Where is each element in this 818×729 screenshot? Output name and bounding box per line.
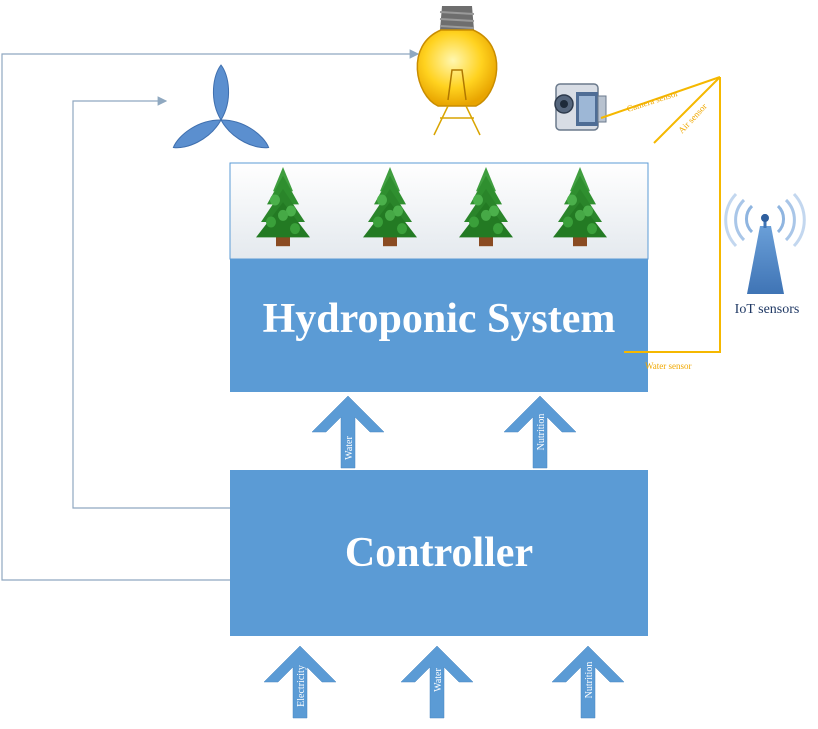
fan-icon (172, 64, 270, 149)
controller-to-fan-line (72, 96, 230, 509)
water-arrow-label-controller: Water (433, 668, 444, 692)
nutrition-arrow-label-controller: Nutrition (584, 662, 595, 699)
camera-icon (554, 83, 607, 131)
iot-sensors-label: IoT sensors (735, 302, 800, 317)
electricity-arrow-label: Electricity (296, 665, 307, 707)
water-sensor-label: Water sensor (645, 361, 692, 371)
controller-block (230, 470, 648, 636)
hydroponic-title: Hydroponic System (263, 296, 616, 342)
camera-sensor-label: Camera sensor (626, 88, 680, 114)
light-bulb-icon (416, 6, 498, 136)
sensor-lines (600, 76, 721, 353)
air-sensor-label: Air sensor (676, 101, 709, 135)
water-arrow-label: Water (344, 436, 355, 460)
antenna-icon (724, 192, 806, 294)
controller-to-light-line (1, 49, 420, 581)
nutrition-arrow-label: Nutrition (536, 414, 547, 451)
hydroponic-block (230, 259, 648, 392)
controller-title: Controller (345, 530, 533, 576)
